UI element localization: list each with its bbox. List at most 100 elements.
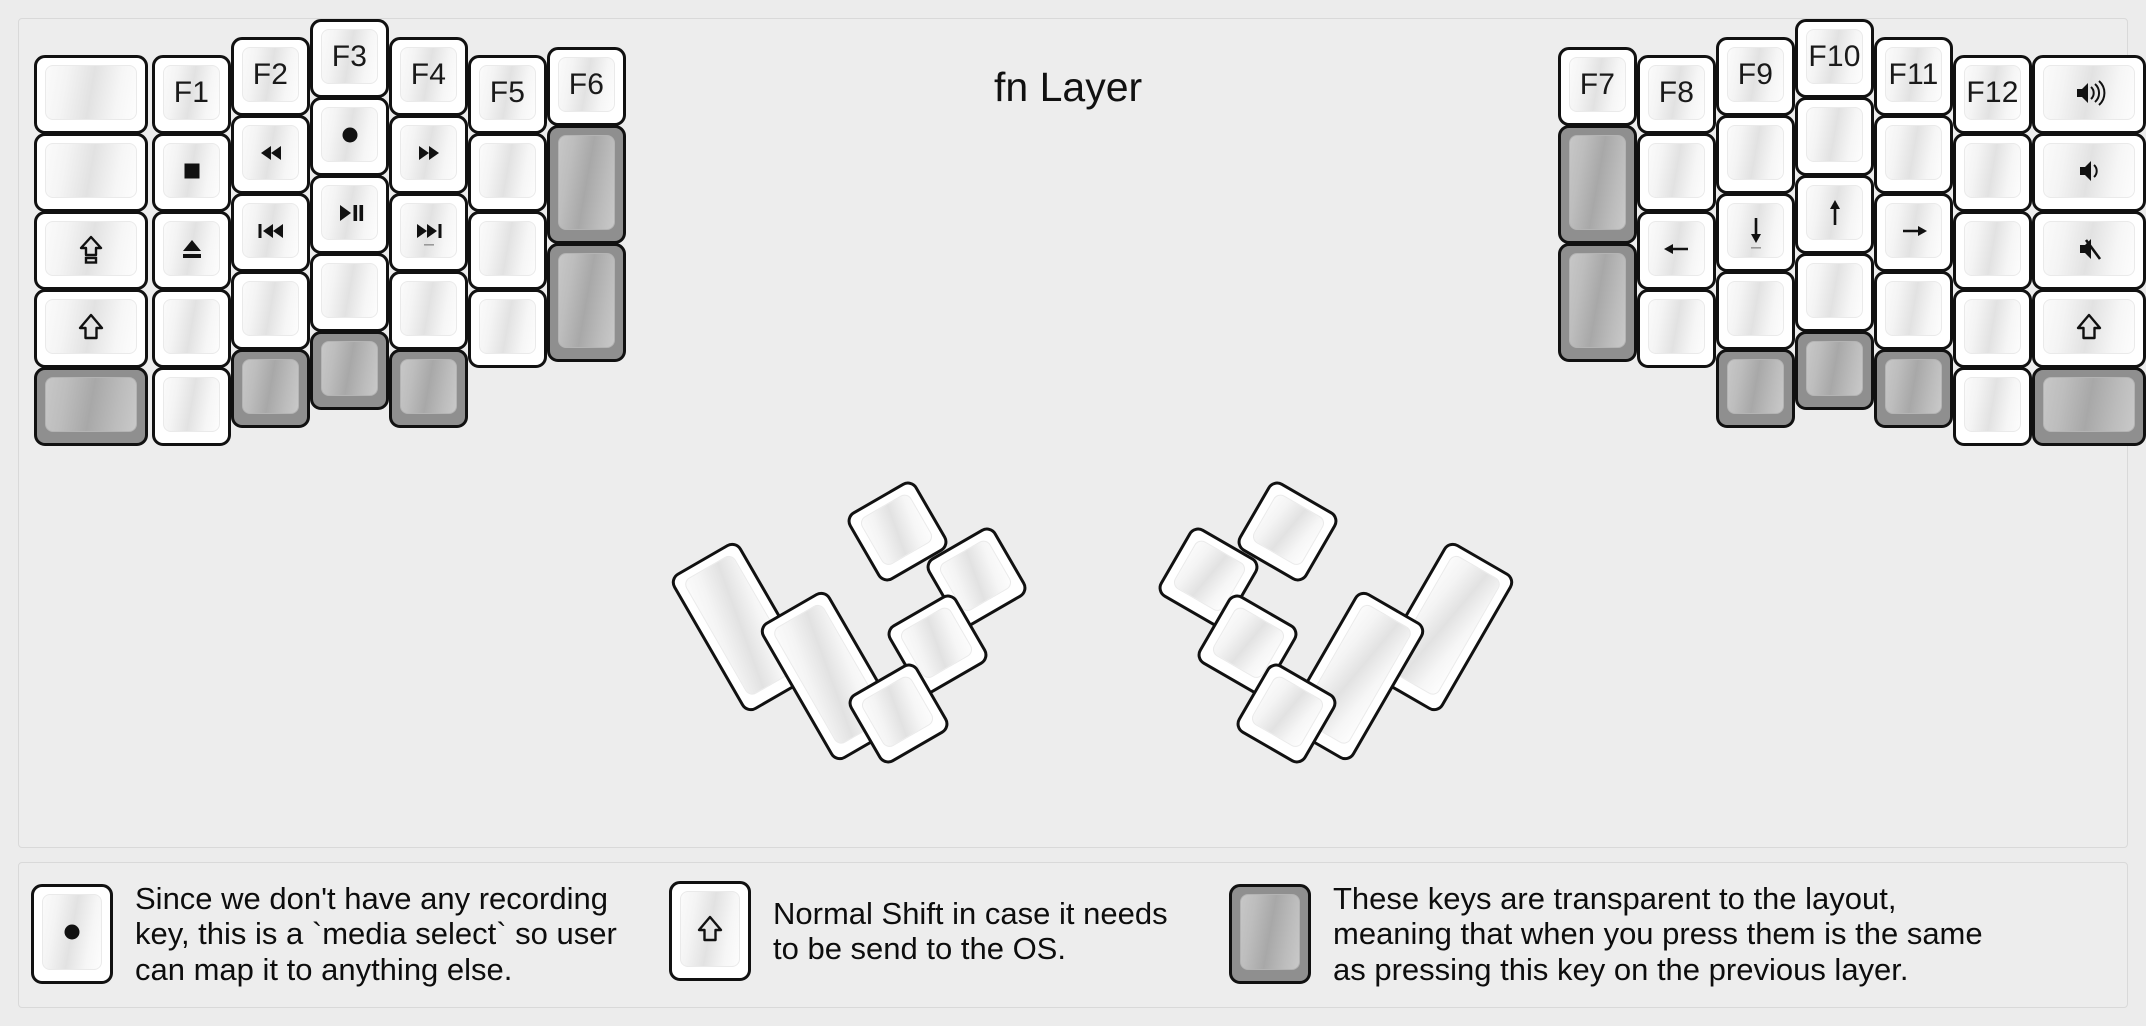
index-column-key-4[interactable] <box>1716 271 1795 350</box>
index-column-key-1[interactable]: F4 <box>389 37 468 116</box>
middle-column-key-2[interactable] <box>310 97 389 176</box>
middle-column-key-4[interactable] <box>1795 253 1874 332</box>
outer-pinky-column-key-3[interactable] <box>2032 211 2146 290</box>
middle-column-key-4[interactable] <box>310 253 389 332</box>
pinky-column-key-4[interactable] <box>152 289 231 368</box>
outer-pinky-column-key-2[interactable] <box>2032 133 2146 212</box>
keycap-face: F8 <box>1648 65 1705 120</box>
inner-column-key-3[interactable] <box>1558 243 1637 362</box>
page-title: fn Layer <box>994 64 1143 110</box>
outer-pinky-column-key-3[interactable] <box>34 211 148 290</box>
inner-column-key-1[interactable]: F7 <box>1558 47 1637 126</box>
pinky-column-key-3[interactable] <box>1953 211 2032 290</box>
ring-column-key-1[interactable]: F11 <box>1874 37 1953 116</box>
keycap-face <box>242 359 299 414</box>
outer-pinky-column-key-4[interactable] <box>2032 289 2146 368</box>
pinky-column-key-3[interactable] <box>152 211 231 290</box>
pinky-column-key-1[interactable]: F12 <box>1953 55 2032 134</box>
legend-sample-key <box>1229 883 1311 984</box>
keycap-blank <box>1807 108 1862 161</box>
index-column-key-5[interactable] <box>389 349 468 428</box>
ring-column-key-4[interactable] <box>1874 271 1953 350</box>
outer-pinky-column-key-5[interactable] <box>2032 367 2146 446</box>
inner-index-column-key-3[interactable] <box>468 211 547 290</box>
keycap-face: F1 <box>163 65 220 120</box>
ring-column-key-2[interactable] <box>1874 115 1953 194</box>
keycap-blank <box>1649 300 1704 353</box>
inner-index-column-key-4[interactable] <box>468 289 547 368</box>
pinky-column-key-2[interactable] <box>152 133 231 212</box>
keycap-face <box>242 203 299 258</box>
middle-column-key-2[interactable] <box>1795 97 1874 176</box>
legend-keycap-1[interactable] <box>31 883 113 984</box>
keycap-blank <box>480 300 535 353</box>
keycap-face <box>558 135 615 230</box>
keycap-face <box>321 263 378 318</box>
keycap-face <box>1885 281 1942 336</box>
pinky-column-key-5[interactable] <box>1953 367 2032 446</box>
keycap-face: F7 <box>1569 57 1626 112</box>
keycap-face <box>1727 203 1784 258</box>
inner-index-column-key-4[interactable] <box>1637 289 1716 368</box>
keycap-face <box>1240 893 1300 970</box>
outer-pinky-column-key-1[interactable] <box>34 55 148 134</box>
keycap-blank <box>322 342 377 395</box>
inner-index-column-key-2[interactable] <box>468 133 547 212</box>
keycap-blank <box>1886 360 1941 413</box>
pinky-column-key-2[interactable] <box>1953 133 2032 212</box>
ring-column-key-5[interactable] <box>231 349 310 428</box>
index-column-key-4[interactable] <box>389 271 468 350</box>
index-column-key-3[interactable] <box>389 193 468 272</box>
legend-keycap-3[interactable] <box>1229 883 1311 984</box>
inner-index-column-key-2[interactable] <box>1637 133 1716 212</box>
inner-index-column-key-1[interactable]: F5 <box>468 55 547 134</box>
ring-column-key-4[interactable] <box>231 271 310 350</box>
outer-pinky-column-key-4[interactable] <box>34 289 148 368</box>
outer-pinky-column-key-5[interactable] <box>34 367 148 446</box>
keycap-blank <box>1965 300 2020 353</box>
keycap-label: F4 <box>410 57 447 91</box>
middle-column-key-5[interactable] <box>1795 331 1874 410</box>
keycap-face <box>858 673 936 750</box>
ring-column-key-2[interactable] <box>231 115 310 194</box>
inner-column-key-2[interactable] <box>547 125 626 244</box>
index-column-key-1[interactable]: F9 <box>1716 37 1795 116</box>
keycap-face <box>242 125 299 180</box>
keycap-label: F12 <box>1966 75 2019 109</box>
pinky-column-key-5[interactable] <box>152 367 231 446</box>
index-column-key-2[interactable] <box>1716 115 1795 194</box>
inner-index-column-key-3[interactable] <box>1637 211 1716 290</box>
inner-column-key-3[interactable] <box>547 243 626 362</box>
inner-index-column-key-1[interactable]: F8 <box>1637 55 1716 134</box>
legend-keycap-2[interactable] <box>669 881 751 981</box>
middle-column-key-3[interactable] <box>1795 175 1874 254</box>
outer-pinky-column-key-1[interactable] <box>2032 55 2146 134</box>
middle-column-key-1[interactable]: F10 <box>1795 19 1874 98</box>
keycap-label: F2 <box>252 57 289 91</box>
index-column-key-5[interactable] <box>1716 349 1795 428</box>
inner-column-key-1[interactable]: F6 <box>547 47 626 126</box>
middle-column-key-1[interactable]: F3 <box>310 19 389 98</box>
keycap-face <box>1569 135 1626 230</box>
ring-column-key-3[interactable] <box>1874 193 1953 272</box>
keycap-face <box>1569 253 1626 348</box>
ring-column-key-1[interactable]: F2 <box>231 37 310 116</box>
index-column-key-3[interactable] <box>1716 193 1795 272</box>
middle-column-key-5[interactable] <box>310 331 389 410</box>
pinky-column-key-1[interactable]: F1 <box>152 55 231 134</box>
index-column-key-2[interactable] <box>389 115 468 194</box>
keycap-blank <box>480 144 535 197</box>
media-play-pause-icon <box>322 186 377 239</box>
outer-pinky-column-key-2[interactable] <box>34 133 148 212</box>
keycap-face <box>1964 143 2021 198</box>
inner-column-key-2[interactable] <box>1558 125 1637 244</box>
keycap-face <box>1248 673 1326 750</box>
middle-column-key-3[interactable] <box>310 175 389 254</box>
ring-column-key-3[interactable] <box>231 193 310 272</box>
pinky-column-key-4[interactable] <box>1953 289 2032 368</box>
keycap-blank <box>859 493 933 566</box>
legend-item-2: Normal Shift in case it needs to be send… <box>669 881 1168 981</box>
keycap-label: F6 <box>568 67 605 101</box>
ring-column-key-5[interactable] <box>1874 349 1953 428</box>
keycap-face <box>857 491 935 568</box>
